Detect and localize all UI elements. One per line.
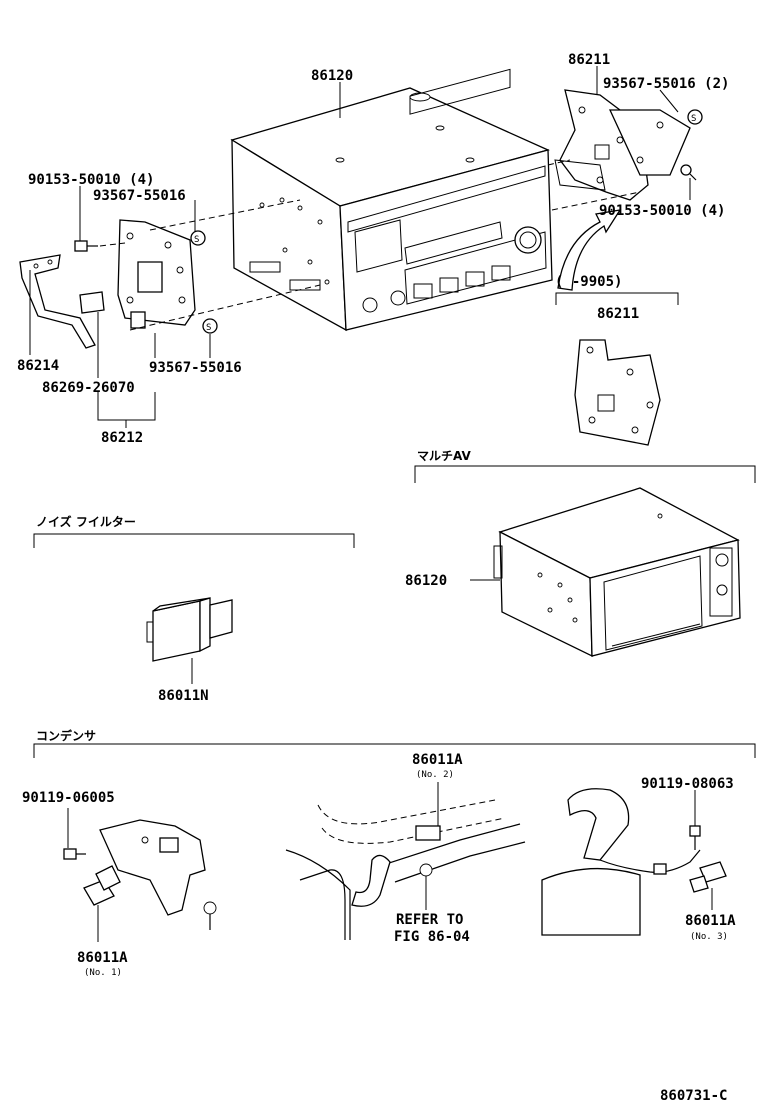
- part-label-90153-right: 90153-50010 (4): [599, 203, 725, 219]
- part-label-90153-left: 90153-50010 (4): [28, 172, 154, 188]
- part-label-86011A-no1: 86011A: [77, 950, 128, 966]
- multi-av-unit: [493, 487, 741, 658]
- part-label-90119-08063: 90119-08063: [641, 776, 734, 792]
- right-bracket-86211: S: [554, 89, 703, 201]
- part-label-86120-av: 86120: [405, 573, 447, 589]
- part-label-93567-left-top: 93567-55016: [93, 188, 186, 204]
- part-label-86011N: 86011N: [158, 688, 209, 704]
- s-marker: S: [691, 114, 696, 124]
- section-label-multi-av: マルチAV: [417, 449, 471, 463]
- sub-label-no3: (No. 3): [690, 932, 728, 942]
- s-marker: S: [194, 235, 199, 245]
- part-label-93567-55016-2: 93567-55016 (2): [603, 76, 729, 92]
- bracket-86211-alt: [574, 339, 661, 446]
- pad-86269: [79, 291, 105, 314]
- part-label-86011A-no2: 86011A: [412, 752, 463, 768]
- condenser-no1-assembly: [63, 819, 217, 930]
- section-label-noise-filter: ノイズ フイルター: [36, 514, 136, 529]
- screw-right: [680, 164, 697, 181]
- noise-filter-86011N: [146, 597, 233, 662]
- noise-filter-bracket: [33, 533, 355, 548]
- condenser-no3-assembly: [541, 788, 727, 936]
- range-bracket: [555, 292, 679, 305]
- condenser-bracket: [33, 743, 756, 758]
- bracket-86214: [19, 254, 96, 349]
- direction-arrow: [557, 209, 622, 291]
- screw-left: [74, 240, 98, 252]
- part-label-86212: 86212: [101, 430, 143, 446]
- part-label-86269: 86269-26070: [42, 380, 135, 396]
- condenser-no2-assembly: [285, 799, 526, 940]
- left-bracket-86212: S S: [19, 219, 218, 349]
- part-label-86011A-no3: 86011A: [685, 913, 736, 929]
- audio-head-unit: [230, 68, 553, 332]
- sub-label-no2: (No. 2): [416, 770, 454, 780]
- section-label-condenser: コンデンサ: [36, 728, 96, 743]
- part-label-86211: 86211: [568, 52, 610, 68]
- range-label-9905: ( -9905): [555, 274, 622, 290]
- figure-id: 860731-C: [660, 1088, 727, 1104]
- reference-figure: FIG 86-04: [394, 929, 470, 945]
- part-label-86211-alt: 86211: [597, 306, 639, 322]
- multi-av-bracket: [414, 465, 756, 483]
- reference-label: REFER TO: [396, 912, 463, 928]
- part-label-86120: 86120: [311, 68, 353, 84]
- part-label-93567-left-bottom: 93567-55016: [149, 360, 242, 376]
- part-label-90119-06005: 90119-06005: [22, 790, 115, 806]
- s-marker: S: [206, 323, 211, 333]
- part-label-86214: 86214: [17, 358, 59, 374]
- sub-label-no1: (No. 1): [84, 968, 122, 978]
